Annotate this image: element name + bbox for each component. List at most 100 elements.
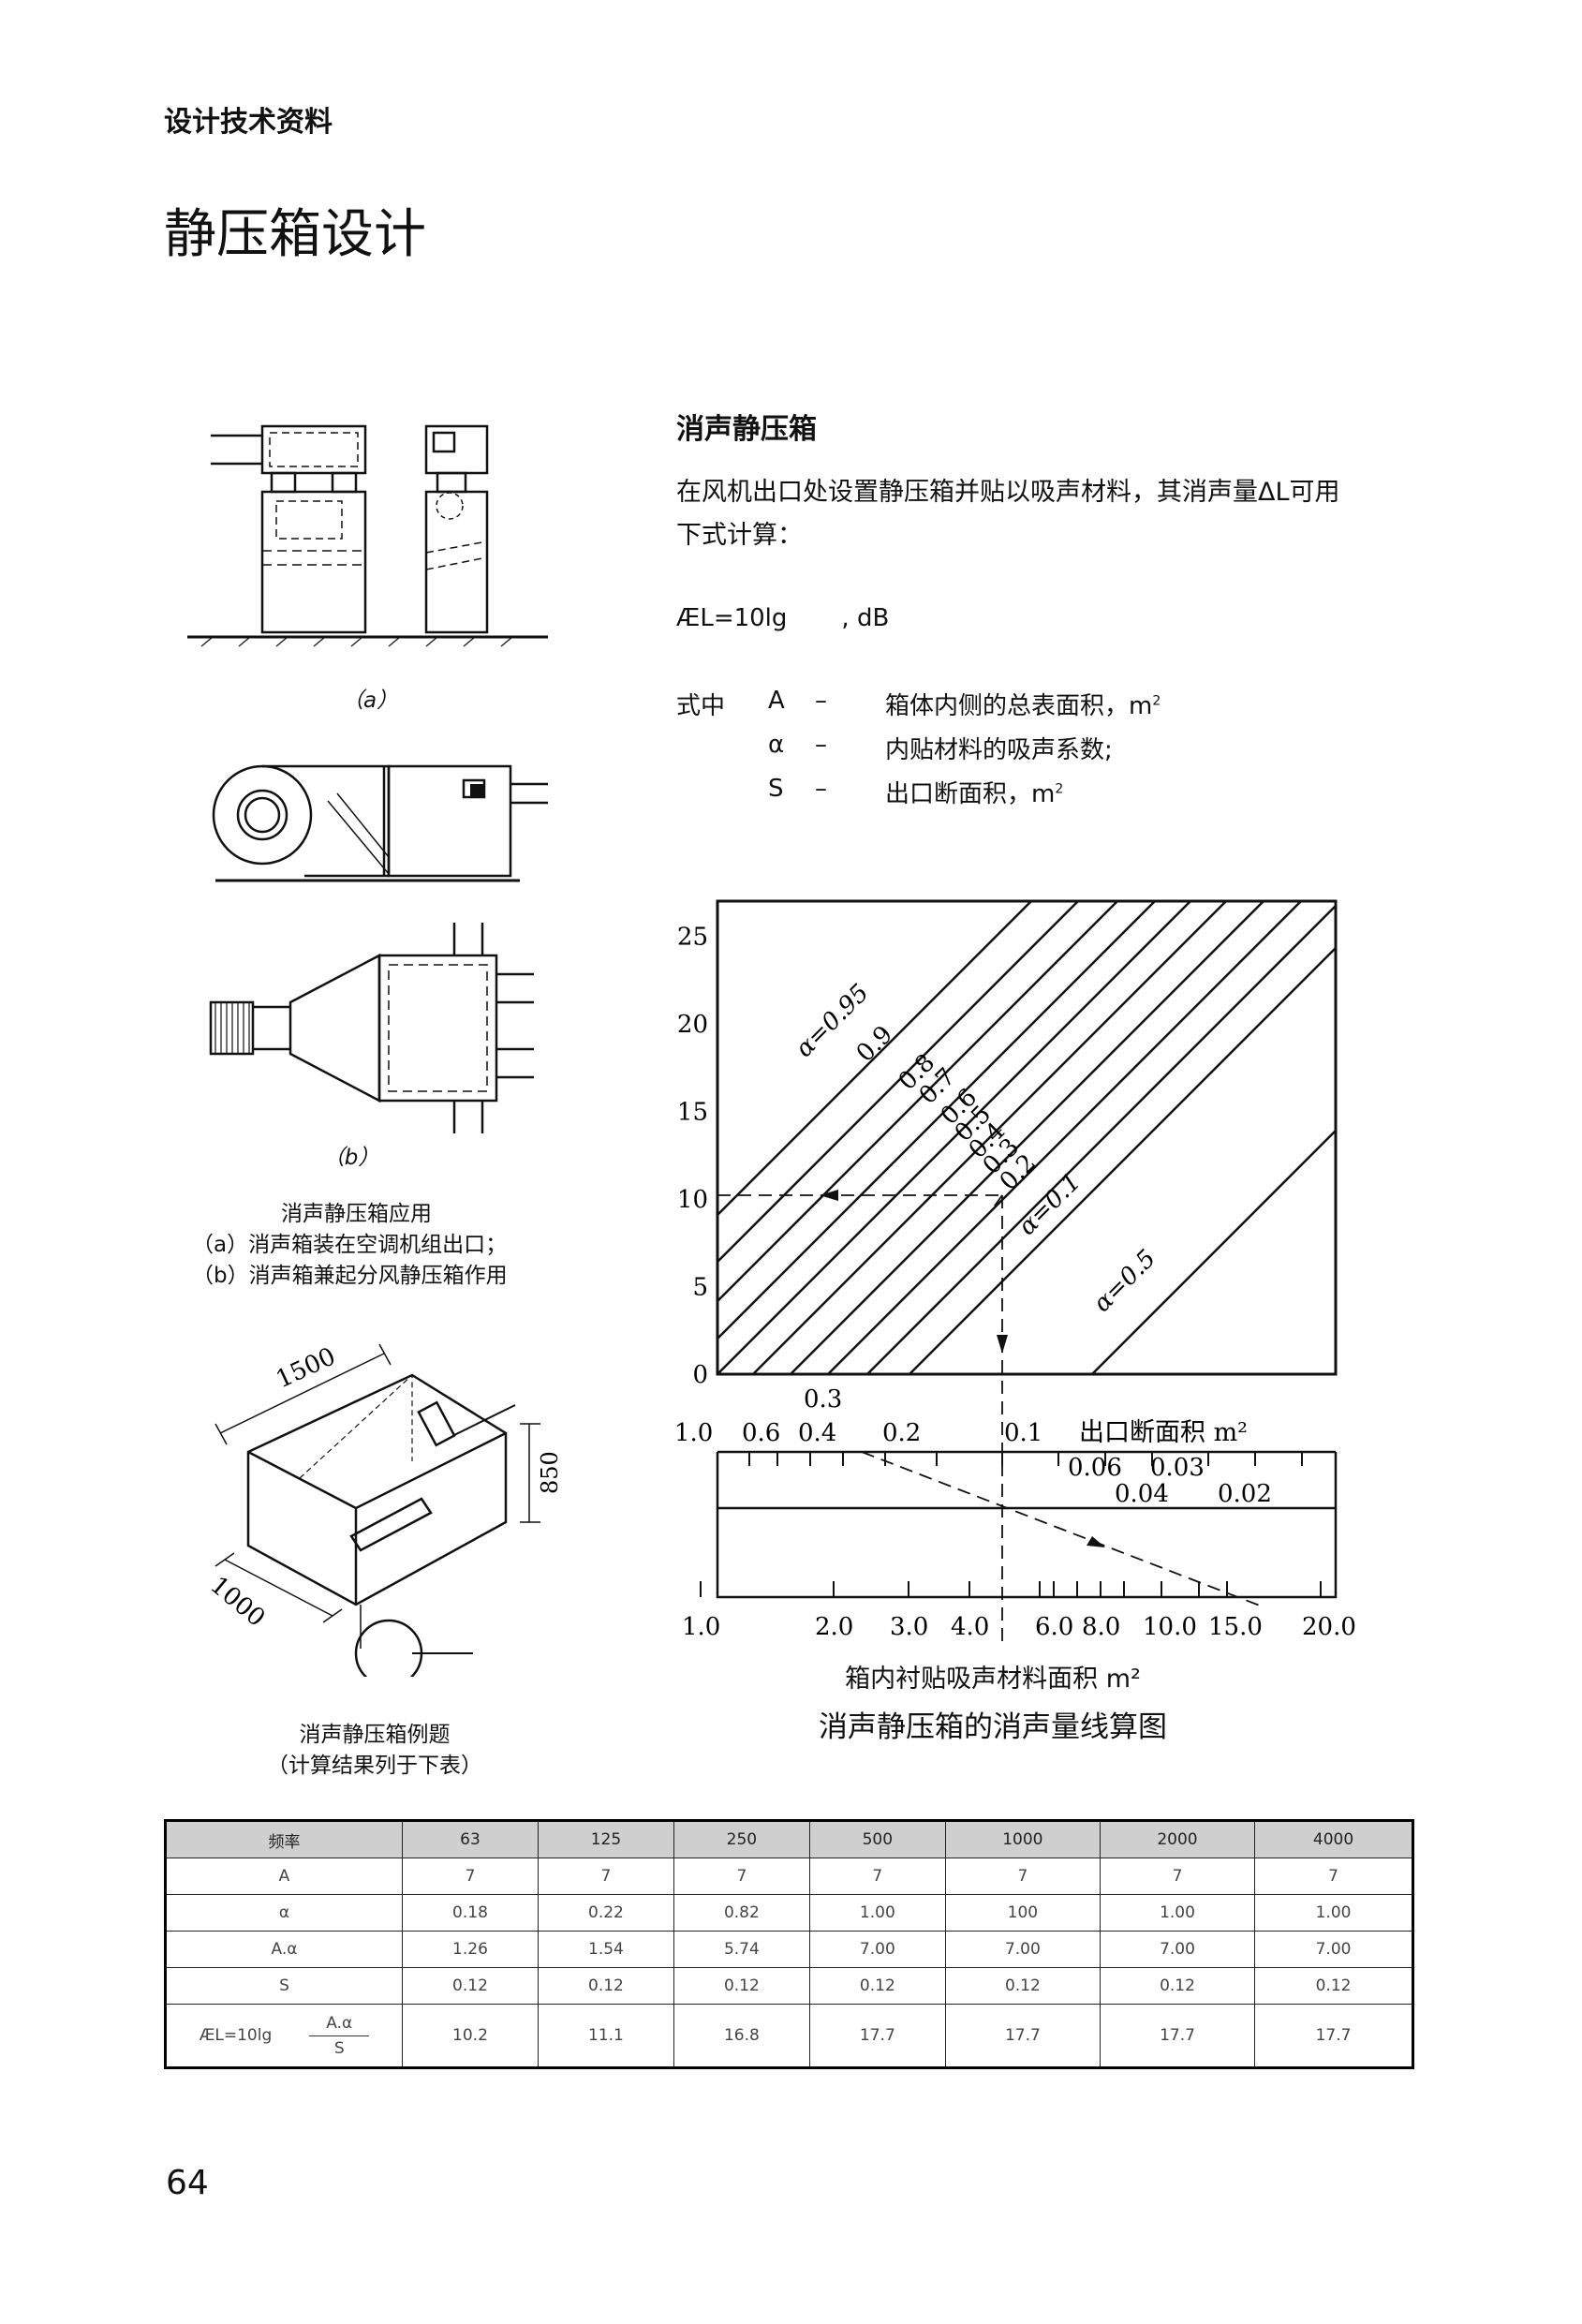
table-cell: 7 xyxy=(402,1858,539,1895)
y-tick-label: 20 xyxy=(677,1011,708,1039)
example-box-diagram: 1500 850 1000 xyxy=(205,1342,563,1677)
formula-prefix: ÆL=10lg xyxy=(199,2026,273,2045)
bottom-tick-label: 2.0 xyxy=(815,1613,853,1641)
bottom-tick-label: 1.0 xyxy=(682,1613,720,1641)
y-tick-label: 15 xyxy=(677,1098,708,1126)
top-tick-label: 0.6 xyxy=(742,1419,780,1447)
symbol-definitions: 式中 A – 箱体内侧的总表面积，m2 α – 内贴材料的吸声系数; S – 出… xyxy=(676,687,1161,819)
table-cell: 0.18 xyxy=(402,1894,539,1932)
def-description: 出口断面积，m2 xyxy=(885,780,1064,808)
top-tick-label: 0.03 xyxy=(1150,1454,1205,1482)
where-label: 式中 xyxy=(676,692,726,720)
caption-line: （a）消声箱装在空调机组出口； xyxy=(192,1233,508,1257)
def-symbol: A xyxy=(768,687,785,715)
table-cell: 16.8 xyxy=(673,2004,810,2068)
table-cell: 17.7 xyxy=(1254,2004,1413,2068)
table-cell: 7 xyxy=(1099,1858,1256,1895)
table-cell: 7.00 xyxy=(808,1931,946,1968)
alpha-line xyxy=(752,900,1227,1375)
table-header-cell: 500 xyxy=(808,1820,946,1858)
table-header-cell: 频率 xyxy=(165,1820,403,1858)
top-tick-label: 0.4 xyxy=(798,1419,836,1447)
figure-b-label: （b） xyxy=(322,1146,380,1170)
top-tick-label: 0.3 xyxy=(804,1385,842,1414)
table-cell: 0.22 xyxy=(537,1894,674,1932)
table-cell: 0.12 xyxy=(402,1967,539,2005)
bottom-tick-label: 4.0 xyxy=(951,1613,989,1641)
table-cell: 1.26 xyxy=(402,1931,539,1968)
bottom-tick-label: 15.0 xyxy=(1208,1613,1263,1641)
example-caption: 消声静压箱例题 （计算结果列于下表） xyxy=(187,1720,562,1782)
figure-b-diagram xyxy=(209,923,534,1133)
def-symbol: S xyxy=(768,775,784,803)
table-cell: 0.12 xyxy=(537,1967,674,2005)
y-tick-label: 5 xyxy=(692,1273,708,1301)
intro-paragraph: 在风机出口处设置静压箱并贴以吸声材料，其消声量ΔL可用 下式计算： xyxy=(676,471,1426,557)
dim-height: 850 xyxy=(537,1451,563,1494)
page-title: 静压箱设计 xyxy=(164,204,426,265)
table-cell: 10.2 xyxy=(402,2004,539,2068)
fan-box-diagram xyxy=(212,764,548,882)
top-tick-label: 0.1 xyxy=(1004,1419,1042,1447)
table-header-cell: 63 xyxy=(402,1820,539,1858)
alpha-line xyxy=(1091,1130,1337,1375)
chart-series-group xyxy=(717,900,1337,1375)
table-cell: 1.00 xyxy=(808,1894,946,1932)
top-tick-label: 0.2 xyxy=(882,1419,921,1447)
y-tick-label: 25 xyxy=(677,923,708,951)
table-cell: 0.12 xyxy=(673,1967,810,2005)
alpha-line xyxy=(790,900,1264,1375)
page-number: 64 xyxy=(166,2164,209,2202)
table-cell: 100 xyxy=(944,1894,1101,1932)
formula: ÆL=10lg , dB xyxy=(676,604,889,632)
formula-text: ÆL=10lg xyxy=(676,604,788,632)
table-cell: 0.82 xyxy=(673,1894,810,1932)
y-tick-label: 10 xyxy=(677,1186,708,1214)
table-cell: 7 xyxy=(1254,1858,1413,1895)
table-cell: 17.7 xyxy=(1099,2004,1256,2068)
table-cell: A xyxy=(165,1858,403,1895)
table-cell: 1.00 xyxy=(1099,1894,1256,1932)
def-dash: – xyxy=(815,731,827,759)
application-caption: 消声静压箱应用 （a）消声箱装在空调机组出口； （b）消声箱兼起分风静压箱作用 xyxy=(192,1199,585,1292)
table-cell: 7 xyxy=(537,1858,674,1895)
top-scale-label: 出口断面积 m² xyxy=(1079,1418,1248,1447)
table-cell: 0.12 xyxy=(944,1967,1101,2005)
table-header-cell: 1000 xyxy=(944,1820,1101,1858)
y-tick-label: 0 xyxy=(692,1361,708,1389)
table-cell: 0.12 xyxy=(808,1967,946,2005)
table-cell: 17.7 xyxy=(808,2004,946,2068)
caption-line: 消声静压箱应用 xyxy=(281,1202,432,1226)
intro-line-2: 下式计算： xyxy=(676,521,803,550)
table-header-cell: 250 xyxy=(673,1820,810,1858)
bottom-tick-label: 6.0 xyxy=(1035,1613,1073,1641)
subtitle: 消声静压箱 xyxy=(676,413,817,446)
alpha-line xyxy=(827,900,1302,1375)
dim-width: 1000 xyxy=(205,1571,271,1633)
table-cell: 7.00 xyxy=(944,1931,1101,1968)
caption-line: （计算结果列于下表） xyxy=(267,1754,482,1778)
definition-row: 式中 A – 箱体内侧的总表面积，m2 xyxy=(676,687,1161,731)
table-cell: S xyxy=(165,1967,403,2005)
table-cell: α xyxy=(165,1894,403,1932)
def-description: 箱体内侧的总表面积，m2 xyxy=(885,692,1161,720)
table-cell: 0.12 xyxy=(1099,1967,1256,2005)
bottom-tick-label: 3.0 xyxy=(890,1613,928,1641)
formula-unit: , dB xyxy=(841,604,890,632)
def-description: 内贴材料的吸声系数; xyxy=(885,736,1113,764)
table-cell: 7 xyxy=(944,1858,1101,1895)
table-cell: 5.74 xyxy=(673,1931,810,1968)
table-header-cell: 125 xyxy=(537,1820,674,1858)
figure-a-diagram xyxy=(187,424,548,647)
caption-line: 消声静压箱例题 xyxy=(299,1723,451,1747)
def-dash: – xyxy=(815,775,827,803)
table-cell: 7 xyxy=(808,1858,946,1895)
dim-length: 1500 xyxy=(272,1342,340,1394)
top-tick-label: 0.02 xyxy=(1218,1480,1272,1508)
